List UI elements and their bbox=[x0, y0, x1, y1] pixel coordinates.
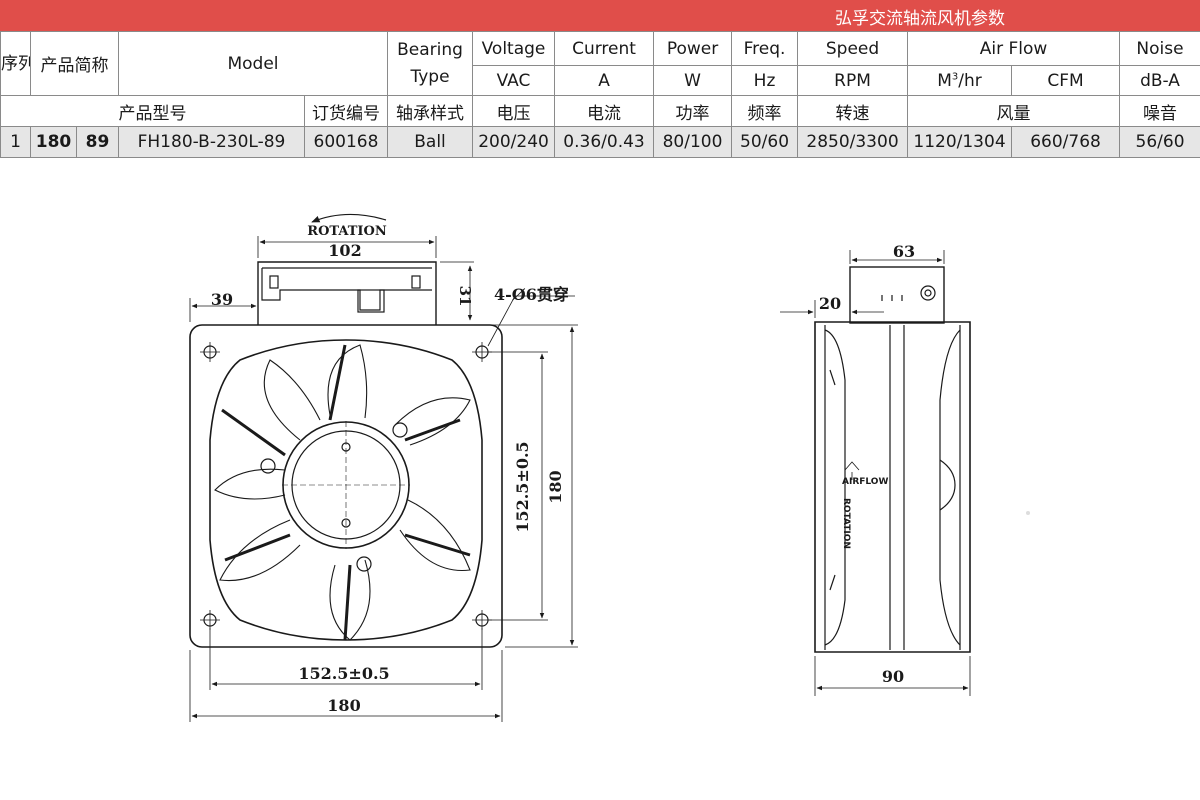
unit-a: A bbox=[554, 65, 655, 96]
fan-blade bbox=[399, 499, 471, 572]
cell-voltage: 200/240 bbox=[472, 126, 556, 158]
model-header: Model bbox=[117, 31, 389, 96]
cell-bearing: Ball bbox=[387, 126, 474, 158]
dim-90: 90 bbox=[882, 667, 904, 686]
cn-speed-label: 转速 bbox=[797, 95, 909, 127]
hole-note: 4-Ø6贯穿 bbox=[494, 285, 569, 304]
unit-vac: VAC bbox=[472, 65, 556, 96]
cell-depth: 89 bbox=[76, 126, 119, 158]
cn-freq-label: 频率 bbox=[731, 95, 799, 127]
cn-bearing-label: 轴承样式 bbox=[387, 95, 474, 127]
side-view: AIRFLOW ROTATION 63 20 90 bbox=[780, 242, 1030, 696]
voltage-header: Voltage bbox=[472, 31, 556, 66]
cell-speed: 2850/3300 bbox=[797, 126, 909, 158]
bearing-type-header: Bearing Type bbox=[387, 31, 474, 96]
rotation-arrow bbox=[311, 213, 387, 223]
header-row-3: 产品型号 订货编号 轴承样式 电压 电流 功率 频率 转速 风量 噪音 bbox=[0, 95, 1200, 127]
cn-order-label: 订货编号 bbox=[303, 95, 389, 127]
cn-power-label: 功率 bbox=[653, 95, 733, 127]
fan-blade bbox=[263, 359, 321, 441]
cell-power: 80/100 bbox=[653, 126, 733, 158]
unit-dba: dB-A bbox=[1119, 65, 1200, 96]
noise-header: Noise bbox=[1119, 31, 1200, 66]
dim-31: 31 bbox=[456, 286, 474, 307]
side-body bbox=[814, 321, 971, 653]
table-row: 1 180 89 FH180-B-230L-89 600168 Ball 200… bbox=[0, 126, 1200, 158]
fan-blade bbox=[394, 397, 471, 446]
venturi-outline bbox=[209, 339, 483, 641]
spec-table: 序列 产品简称 Model Bearing Type Voltage Curre… bbox=[0, 31, 1200, 158]
spec-table-section: 弘孚交流轴流风机参数 序列 产品简称 Model Bearing Type Vo… bbox=[0, 0, 1200, 158]
cell-noise: 56/60 bbox=[1119, 126, 1200, 158]
dim-39: 39 bbox=[211, 290, 233, 309]
header-row-1: 序列 产品简称 Model Bearing Type Voltage Curre… bbox=[0, 31, 1200, 96]
header-bar: 弘孚交流轴流风机参数 bbox=[0, 0, 1200, 31]
cell-airflow-m3: 1120/1304 bbox=[907, 126, 1013, 158]
airflow-label: AIRFLOW bbox=[842, 477, 888, 487]
cell-model: FH180-B-230L-89 bbox=[118, 126, 305, 158]
fan-blade bbox=[214, 468, 286, 500]
cn-current-label: 电流 bbox=[554, 95, 655, 127]
dim-20: 20 bbox=[819, 294, 841, 313]
cell-current: 0.36/0.43 bbox=[554, 126, 655, 158]
technical-drawing: ROTATION 102 39 31 4-Ø6贯穿 152.5±0.5 180 … bbox=[189, 213, 1030, 722]
unit-rpm: RPM bbox=[797, 65, 909, 96]
frame-outline bbox=[189, 324, 503, 648]
fan-blade bbox=[329, 559, 371, 641]
front-view: ROTATION 102 39 31 4-Ø6贯穿 152.5±0.5 180 … bbox=[189, 213, 578, 722]
dim-h-152: 152.5±0.5 bbox=[298, 664, 389, 683]
product-short-label: 产品简称 bbox=[30, 31, 119, 96]
power-header: Power bbox=[653, 31, 733, 66]
cell-size: 180 bbox=[30, 126, 77, 158]
fan-blades bbox=[214, 344, 471, 641]
rotation-label: ROTATION bbox=[307, 224, 387, 239]
cn-model-label: 产品型号 bbox=[0, 95, 305, 127]
motor-struts bbox=[221, 344, 471, 641]
fan-blade bbox=[219, 519, 301, 582]
unit-m3hr: M3/hr bbox=[907, 65, 1013, 96]
header-row-2: VAC A W Hz RPM M3/hr CFM dB-A bbox=[1, 65, 1200, 96]
freq-header: Freq. bbox=[731, 31, 799, 66]
cn-airflow-label: 风量 bbox=[907, 95, 1121, 127]
dim-v-152: 152.5±0.5 bbox=[513, 441, 532, 532]
dim-102: 102 bbox=[328, 241, 361, 260]
fan-blade bbox=[327, 344, 368, 419]
cn-voltage-label: 电压 bbox=[472, 95, 556, 127]
airflow-header: Air Flow bbox=[907, 31, 1121, 66]
cn-noise-label: 噪音 bbox=[1119, 95, 1200, 127]
mounting-holes bbox=[200, 342, 492, 630]
seq-label: 序列 bbox=[0, 31, 31, 96]
unit-w: W bbox=[653, 65, 733, 96]
dim-v-180: 180 bbox=[546, 470, 565, 503]
side-connector-box bbox=[849, 266, 945, 324]
unit-cfm: CFM bbox=[1011, 65, 1121, 96]
cell-seq: 1 bbox=[0, 126, 31, 158]
dim-h-180: 180 bbox=[327, 696, 360, 715]
current-header: Current bbox=[554, 31, 655, 66]
cell-order-no: 600168 bbox=[303, 126, 389, 158]
connector-box bbox=[257, 261, 437, 325]
side-rotation-label: ROTATION bbox=[841, 498, 851, 549]
cell-airflow-cfm: 660/768 bbox=[1011, 126, 1121, 158]
unit-hz: Hz bbox=[731, 65, 799, 96]
header-title: 弘孚交流轴流风机参数 bbox=[835, 9, 1005, 29]
cell-freq: 50/60 bbox=[731, 126, 799, 158]
speed-header: Speed bbox=[797, 31, 909, 66]
dim-63: 63 bbox=[893, 242, 915, 261]
